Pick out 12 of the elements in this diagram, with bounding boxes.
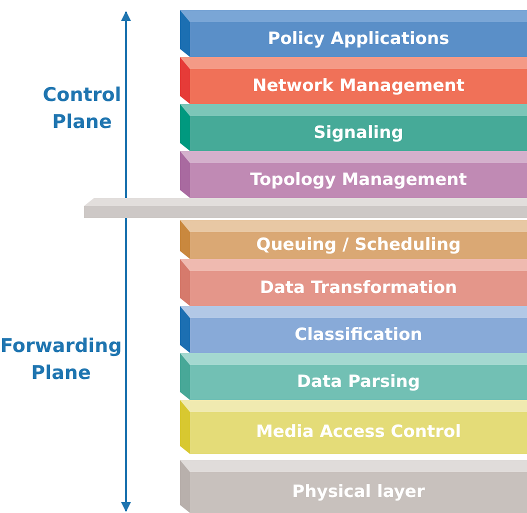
layer-label: Classification [294,324,422,344]
layer-label: Network Management [252,76,464,96]
layer-label: Signaling [314,122,404,142]
layer-label: Media Access Control [256,422,462,442]
layer-label: Queuing / Scheduling [256,234,461,254]
plane-label: Control Plane [42,83,122,135]
layer-label: Topology Management [250,170,467,190]
layer-label: Policy Applications [268,28,450,48]
layer-label: Data Parsing [296,372,420,392]
plane-label: Forwarding Plane [0,334,122,386]
layer-label: Data Transformation [260,278,458,298]
layer-label: Physical layer [292,482,425,502]
